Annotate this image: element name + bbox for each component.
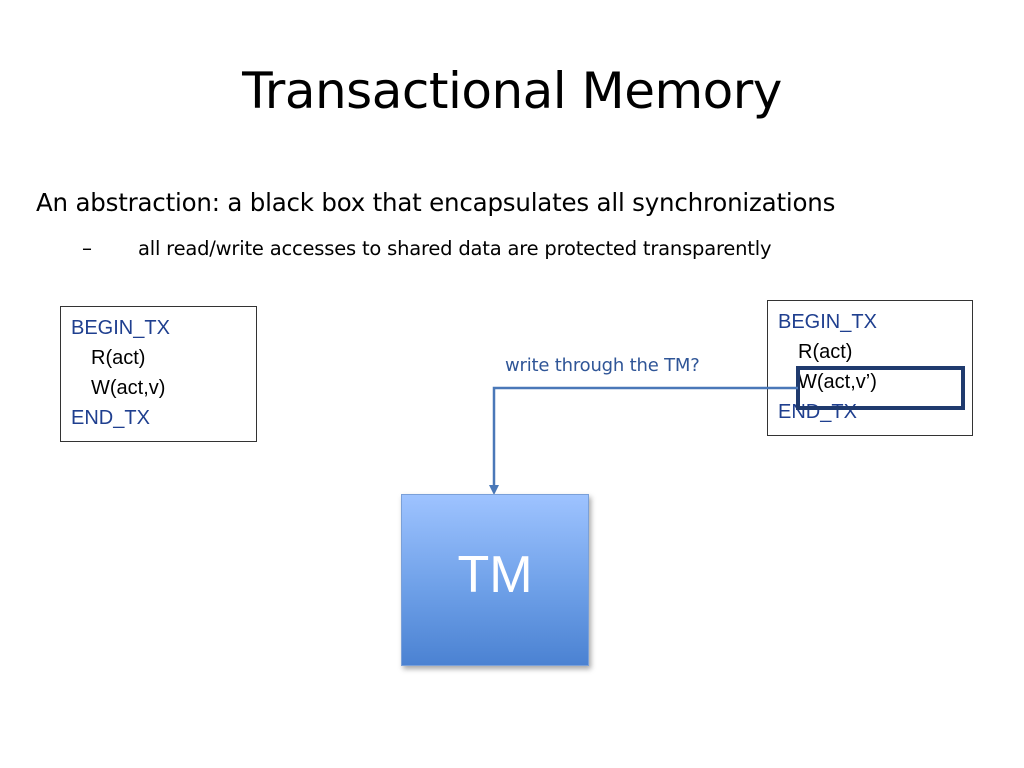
begin-tx-label: BEGIN_TX: [778, 311, 877, 333]
transaction-box-left: BEGIN_TX R(act) W(act,v) END_TX: [60, 306, 257, 442]
main-bullet: An abstraction: a black box that encapsu…: [36, 188, 836, 217]
write-op: W(act,v): [91, 377, 166, 399]
tm-box: TM: [401, 494, 589, 666]
end-tx-label: END_TX: [71, 407, 150, 429]
sub-bullet: all read/write accesses to shared data a…: [138, 237, 772, 260]
slide-title: Transactional Memory: [242, 62, 782, 120]
read-op: R(act): [798, 341, 853, 363]
write-highlight-box: [796, 366, 965, 410]
read-op: R(act): [91, 347, 146, 369]
annotation-label: write through the TM?: [505, 355, 700, 376]
connector-line: [489, 386, 798, 495]
begin-tx-label: BEGIN_TX: [71, 317, 170, 339]
write-op: W(act,v’): [798, 371, 877, 393]
sub-bullet-dash: –: [82, 236, 92, 260]
tm-label: TM: [457, 546, 533, 604]
